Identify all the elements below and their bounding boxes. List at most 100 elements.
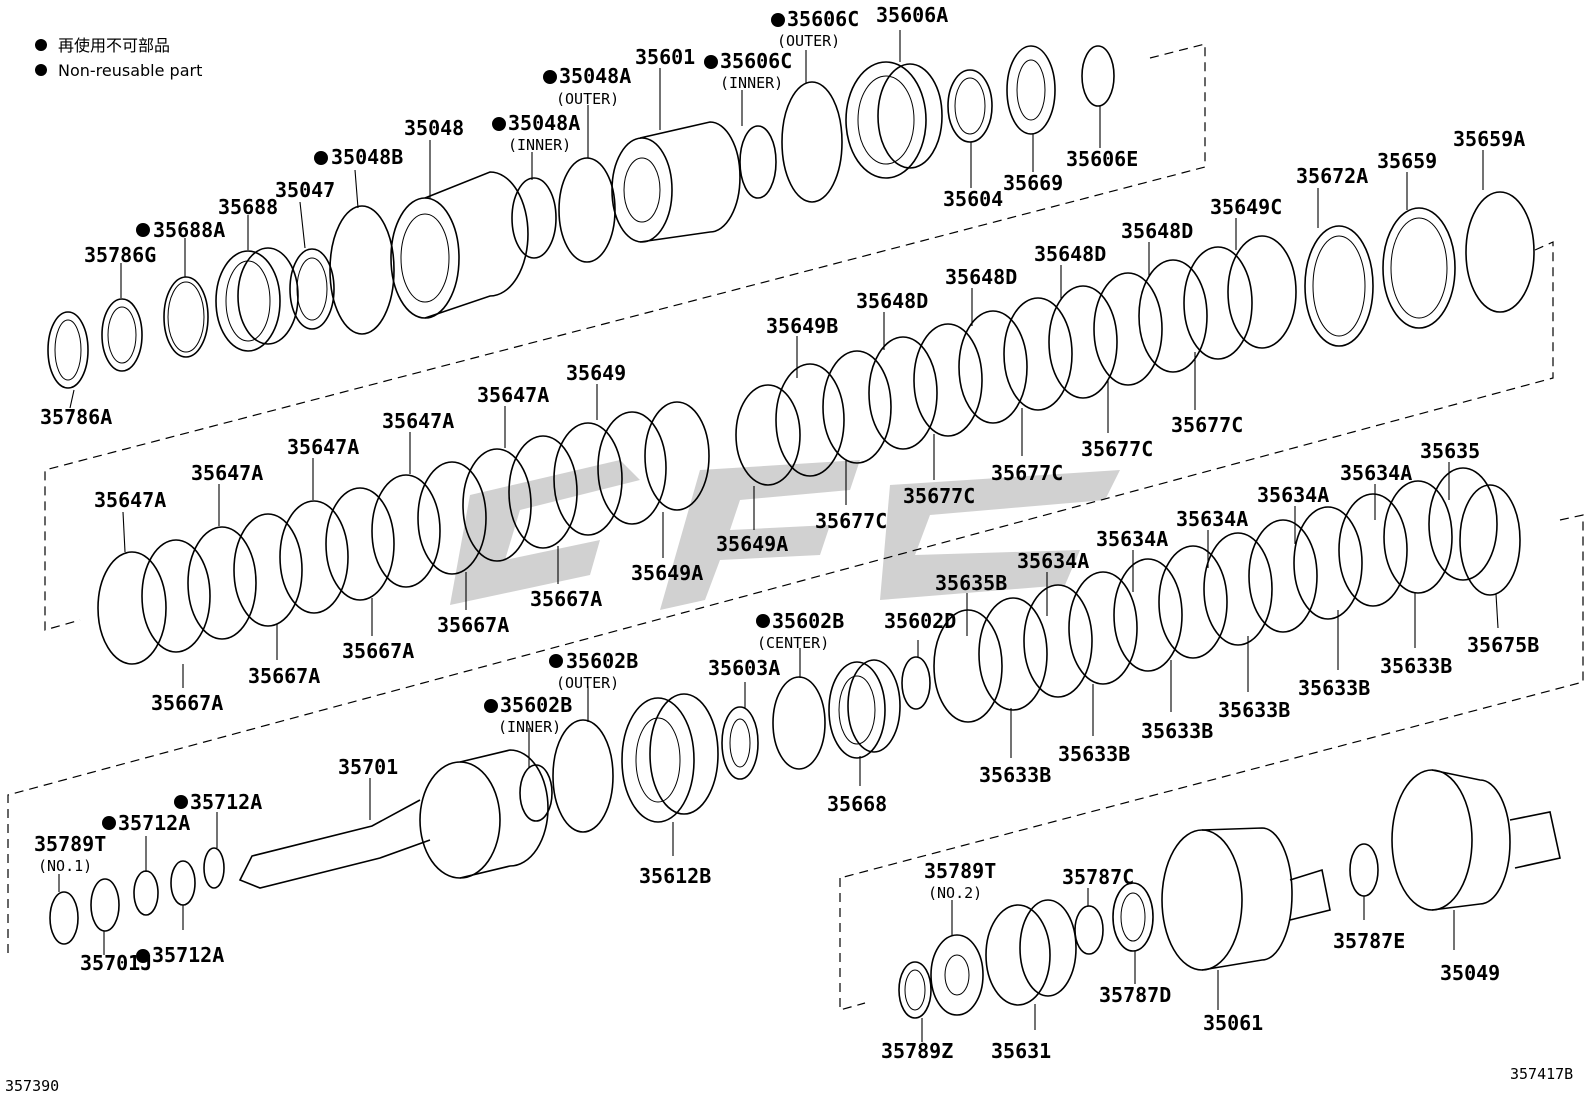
part-label-35667A: 35667A — [437, 613, 509, 637]
part-label-35789T-no1: 35789T — [34, 832, 106, 856]
part-label-35048A-outer: 35048A — [559, 64, 631, 88]
leader-lines — [58, 30, 1499, 1042]
sub-label-inner: (INNER) — [720, 74, 783, 92]
part-label-35712A: 35712A — [190, 790, 262, 814]
part-label-35688: 35688 — [218, 195, 278, 219]
part-label-35633B: 35633B — [1298, 676, 1370, 700]
part-label-35712A: 35712A — [118, 811, 190, 835]
part-label-35659A: 35659A — [1453, 127, 1525, 151]
sub-label-outer: (OUTER) — [556, 674, 619, 692]
part-label-35787E: 35787E — [1333, 929, 1405, 953]
part-label-35787D: 35787D — [1099, 983, 1171, 1007]
part-label-35647A: 35647A — [94, 488, 166, 512]
part-label-35668: 35668 — [827, 792, 887, 816]
part-label-35786G: 35786G — [84, 243, 156, 267]
part-label-35606C-outer: 35606C — [787, 7, 859, 31]
part-label-35602B-inner: 35602B — [500, 693, 572, 717]
part-label-35648D: 35648D — [1121, 219, 1193, 243]
part-label-35634A: 35634A — [1096, 527, 1168, 551]
part-label-35603A: 35603A — [708, 656, 780, 680]
part-label-35049: 35049 — [1440, 961, 1500, 985]
part-label-35667A: 35667A — [151, 691, 223, 715]
footer: 357390 357417B — [5, 1065, 1573, 1095]
part-label-35647A: 35647A — [191, 461, 263, 485]
part-label-35602B-center: 35602B — [772, 609, 844, 633]
sub-label-no1: (NO.1) — [38, 857, 92, 875]
part-label-35612B: 35612B — [639, 864, 711, 888]
part-label-35647A: 35647A — [382, 409, 454, 433]
part-label-35667A: 35667A — [530, 587, 602, 611]
sub-label-center: (CENTER) — [757, 634, 829, 652]
part-label-35677C: 35677C — [815, 509, 887, 533]
part-label-35048A-inner: 35048A — [508, 111, 580, 135]
part-label-35672A: 35672A — [1296, 164, 1368, 188]
part-label-35633B: 35633B — [1141, 719, 1213, 743]
part-label-35633B: 35633B — [1058, 742, 1130, 766]
part-label-35675B: 35675B — [1467, 633, 1539, 657]
part-label-35789Z: 35789Z — [881, 1039, 953, 1063]
part-label-35047: 35047 — [275, 178, 335, 202]
part-label-35648D: 35648D — [856, 289, 928, 313]
sub-label-outer: (OUTER) — [556, 90, 619, 108]
part-label-35677C: 35677C — [1171, 413, 1243, 437]
part-label-35048: 35048 — [404, 116, 464, 140]
sub-label-no2: (NO.2) — [928, 884, 982, 902]
part-label-35667A: 35667A — [248, 664, 320, 688]
part-label-35601: 35601 — [635, 45, 695, 69]
part-label-35634A: 35634A — [1017, 549, 1089, 573]
part-label-35649C: 35649C — [1210, 195, 1282, 219]
part-label-35061: 35061 — [1203, 1011, 1263, 1035]
non-reusable-bullets — [102, 13, 785, 963]
section-frames — [7, 43, 1584, 1011]
legend-bullet-icon — [35, 64, 47, 76]
part-label-35648D: 35648D — [945, 265, 1017, 289]
part-label-35659: 35659 — [1377, 149, 1437, 173]
part-labels: 35786A 35786G 35688A 35688 35047 35048B … — [34, 3, 1539, 1063]
part-label-35649: 35649 — [566, 361, 626, 385]
part-label-35701J: 35701J — [80, 951, 152, 975]
part-label-35647A: 35647A — [287, 435, 359, 459]
part-label-35048B: 35048B — [331, 145, 403, 169]
part-label-35677C: 35677C — [903, 484, 975, 508]
watermark-logo — [450, 460, 1120, 610]
part-label-35633B: 35633B — [979, 763, 1051, 787]
part-label-35649A: 35649A — [631, 561, 703, 585]
legend: 再使用不可部品 Non-reusable part — [35, 36, 202, 80]
part-label-35669: 35669 — [1003, 171, 1063, 195]
part-label-35649A: 35649A — [716, 532, 788, 556]
part-label-35606A: 35606A — [876, 3, 948, 27]
part-label-35787C: 35787C — [1062, 865, 1134, 889]
part-label-35633B: 35633B — [1380, 654, 1452, 678]
part-label-35635B: 35635B — [935, 571, 1007, 595]
row5-parts — [898, 769, 1561, 1019]
part-label-35701: 35701 — [338, 755, 398, 779]
part-label-35789T-no2: 35789T — [924, 859, 996, 883]
row1-parts — [47, 45, 1115, 389]
part-label-35631: 35631 — [991, 1039, 1051, 1063]
part-label-35634A: 35634A — [1176, 507, 1248, 531]
part-label-35648D: 35648D — [1034, 242, 1106, 266]
part-label-35634A: 35634A — [1340, 461, 1412, 485]
part-label-35604: 35604 — [943, 187, 1003, 211]
part-label-35677C: 35677C — [991, 461, 1063, 485]
row2-parts — [735, 191, 1535, 486]
part-label-35606E: 35606E — [1066, 147, 1138, 171]
row4-parts — [49, 467, 1521, 945]
sub-label-inner: (INNER) — [498, 718, 561, 736]
row3-parts — [97, 401, 710, 665]
part-label-35649B: 35649B — [766, 314, 838, 338]
part-label-35647A: 35647A — [477, 383, 549, 407]
part-label-35602D: 35602D — [884, 609, 956, 633]
part-label-35786A: 35786A — [40, 405, 112, 429]
sub-label-outer: (OUTER) — [777, 32, 840, 50]
part-label-35667A: 35667A — [342, 639, 414, 663]
part-label-35677C: 35677C — [1081, 437, 1153, 461]
part-label-35688A: 35688A — [153, 218, 225, 242]
part-label-35712A: 35712A — [152, 943, 224, 967]
illustration-code-right: 357417B — [1510, 1065, 1573, 1083]
illustration-code-left: 357390 — [5, 1077, 59, 1095]
legend-bullet-icon — [35, 39, 47, 51]
part-label-35633B: 35633B — [1218, 698, 1290, 722]
